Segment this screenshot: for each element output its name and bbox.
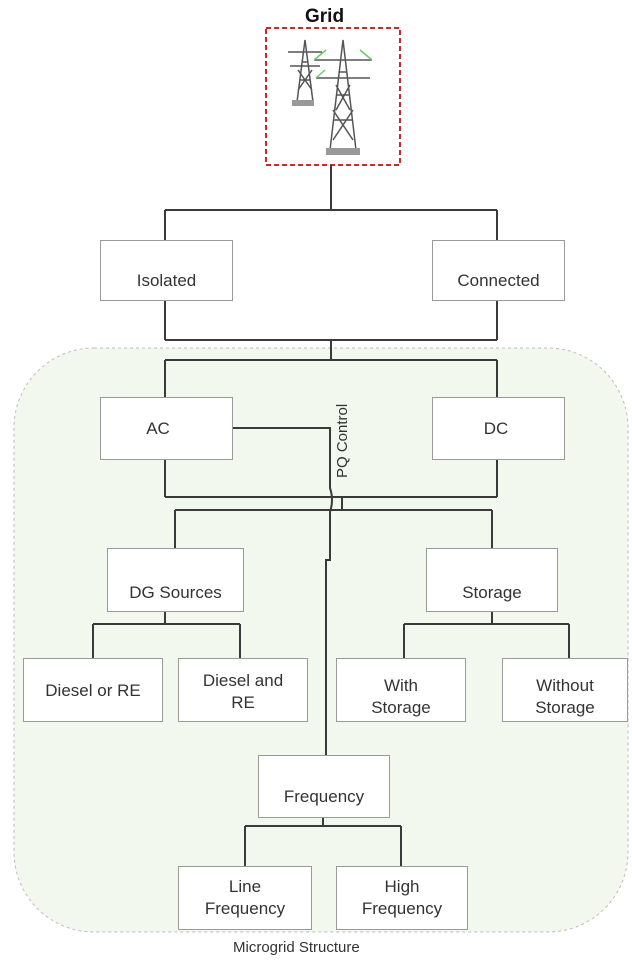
without-storage-line-2: Storage	[535, 698, 595, 717]
with-storage-line-2: Storage	[371, 698, 431, 717]
high-frequency-box	[336, 866, 468, 930]
diesel-or-re-box	[23, 658, 163, 722]
page-title: Grid	[305, 6, 345, 27]
diesel-and-re-line-2: RE	[231, 693, 255, 712]
without-storage-label: Without Storage	[502, 675, 628, 719]
connected-box	[432, 240, 565, 301]
diesel-and-re-label: Diesel and RE	[178, 670, 308, 714]
line-frequency-label: Line Frequency	[178, 876, 312, 920]
line-frequency-line-1: Line	[228, 877, 262, 896]
connected-label: Connected	[457, 271, 540, 290]
connector-lines	[92, 165, 570, 866]
with-storage-label: With Storage	[336, 675, 466, 719]
diesel-or-re-label: Diesel or RE	[45, 681, 141, 700]
frequency-label: Frequency	[283, 787, 365, 806]
with-storage-box	[336, 658, 466, 722]
isolated-box	[100, 240, 233, 301]
dc-label: DC	[483, 419, 509, 438]
grid-frame	[265, 27, 401, 166]
without-storage-line-1: Without	[536, 676, 594, 695]
dg-sources-label: DG Sources	[129, 583, 222, 602]
high-frequency-label: High Frequency	[336, 876, 468, 920]
high-frequency-line-2: Frequency	[361, 899, 443, 918]
dc-box	[432, 397, 565, 460]
storage-box	[426, 548, 558, 612]
dg-sources-box	[107, 548, 244, 612]
with-storage-line-1: With	[384, 676, 418, 695]
figure-caption: Microgrid Structure	[233, 939, 360, 956]
diesel-and-re-box	[178, 658, 308, 722]
ac-label: AC	[146, 419, 170, 438]
transmission-tower-icon	[288, 39, 373, 155]
high-frequency-line-1: High	[384, 877, 420, 896]
isolated-label: Isolated	[136, 271, 197, 290]
ac-box	[100, 397, 233, 460]
pq-control-label: PQ Control	[334, 403, 351, 478]
frequency-box	[258, 755, 390, 818]
line-frequency-line-2: Frequency	[204, 899, 286, 918]
storage-label: Storage	[462, 583, 522, 602]
line-frequency-box	[178, 866, 312, 930]
without-storage-box	[502, 658, 628, 722]
diesel-and-re-line-1: Diesel and	[202, 671, 284, 690]
microgrid-region	[13, 347, 629, 933]
